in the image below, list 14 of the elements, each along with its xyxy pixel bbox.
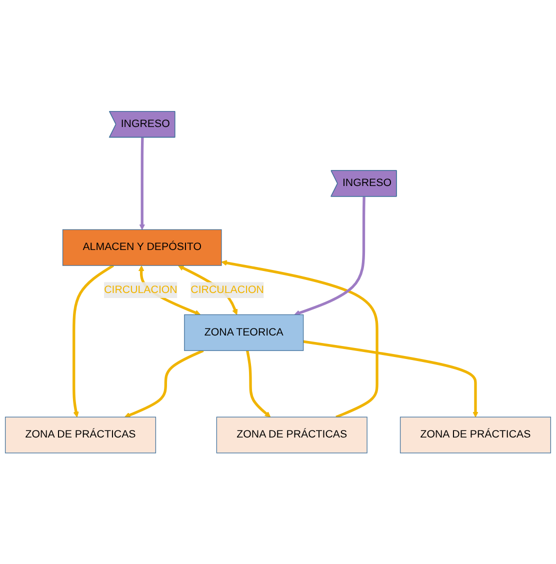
node-box: ZONA DE PRÁCTICAS <box>4 416 156 454</box>
arrow <box>139 137 146 230</box>
arrow <box>246 350 271 418</box>
edge-label: CIRCULACION <box>104 284 178 296</box>
arrow <box>294 196 366 316</box>
node-box: ZONA DE PRÁCTICAS <box>216 416 368 454</box>
node-box: ZONA DE PRÁCTICAS <box>400 416 552 454</box>
arrow <box>303 340 478 418</box>
arrow <box>124 349 204 418</box>
node-box: ALMACEN Y DEPÓSITO <box>62 229 222 266</box>
node-box: ZONA TEORICA <box>184 314 304 351</box>
arrow <box>72 264 114 418</box>
arrow <box>221 260 378 418</box>
edge-label: CIRCULACION <box>190 284 264 296</box>
